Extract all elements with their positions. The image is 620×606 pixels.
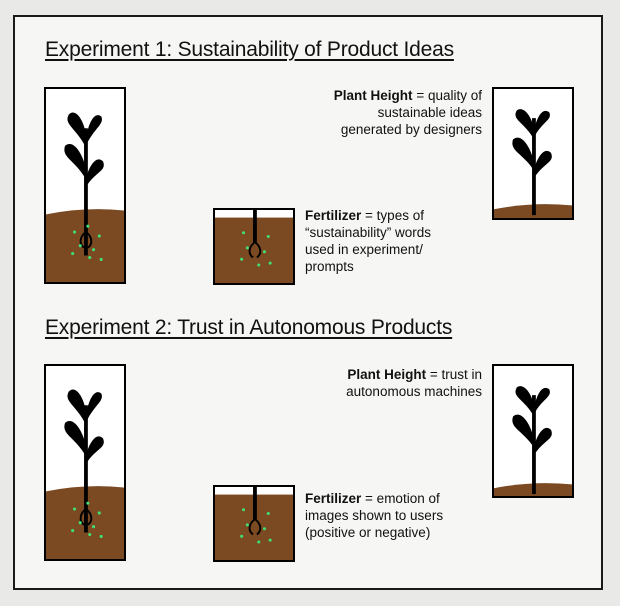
plant-height-line-3: generated by designers (340, 122, 482, 137)
experiment2-right-plant-pot (492, 364, 574, 498)
fertilizer-line-2: “sustainability” words (305, 225, 432, 240)
fertilizer-line-2: images shown to users (305, 508, 444, 523)
fertilizer-line-4: prompts (305, 259, 354, 274)
experiment1-fertilizer-caption: Fertilizer = types of “sustainability” w… (305, 207, 475, 275)
experiment1-seedling-pot (213, 208, 295, 285)
experiment1-right-plant-pot (492, 87, 574, 220)
experiment2-fertilizer-caption: Fertilizer = emotion of images shown to … (305, 490, 475, 541)
fertilizer-line-1: = types of (365, 208, 424, 223)
plant-height-line-1: = quality of (416, 88, 482, 103)
fertilizer-term: Fertilizer (305, 491, 362, 506)
plant-icon (46, 112, 124, 282)
plant-height-line-2: autonomous machines (346, 384, 482, 399)
fertilizer-line-3: used in experiment/ (305, 242, 423, 257)
experiment2-title: Experiment 2: Trust in Autonomous Produc… (45, 316, 453, 339)
fertilizer-term: Fertilizer (305, 208, 362, 223)
experiment1-plant-height-caption: Plant Height = quality of sustainable id… (290, 87, 482, 138)
seedling-icon (215, 487, 293, 560)
experiment2-plant-height-caption: Plant Height = trust in autonomous machi… (290, 366, 482, 400)
plant-height-line-2: sustainable ideas (377, 105, 482, 120)
experiment1-title: Experiment 1: Sustainability of Product … (45, 38, 454, 61)
fertilizer-line-1: = emotion of (365, 491, 440, 506)
experiment2-seedling-pot (213, 485, 295, 562)
plant-height-term: Plant Height (333, 88, 413, 103)
experiment1-tall-plant-pot (44, 87, 126, 284)
plant-icon (494, 109, 572, 218)
plant-height-term: Plant Height (347, 367, 427, 382)
fertilizer-line-3: (positive or negative) (305, 525, 431, 540)
plant-height-line-1: = trust in (429, 367, 482, 382)
plant-icon (46, 389, 124, 559)
experiment2-tall-plant-pot (44, 364, 126, 561)
seedling-icon (215, 210, 293, 283)
plant-icon (494, 386, 572, 496)
